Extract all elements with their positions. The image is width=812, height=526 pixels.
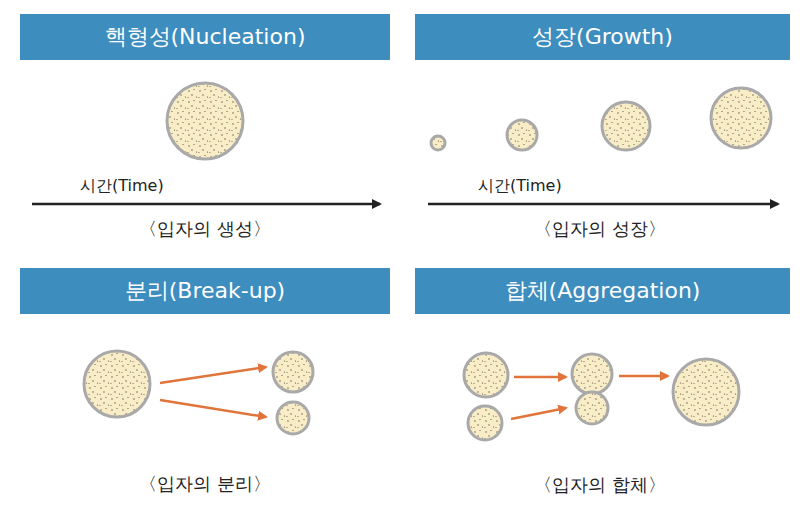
orange-arrow <box>619 375 668 378</box>
particle <box>273 352 313 392</box>
orange-arrow <box>160 400 266 417</box>
axis-label: 시간(Time) <box>478 176 562 197</box>
orange-arrow <box>514 376 566 379</box>
particle <box>277 402 309 434</box>
header-text: 분리(Break-up) <box>125 276 285 306</box>
header-text: 합체(Aggregation) <box>505 276 701 306</box>
particle <box>711 88 771 148</box>
time-arrow <box>32 203 380 206</box>
particle <box>507 120 537 150</box>
caption-text: 〈입자의 성장〉 <box>534 217 666 241</box>
particle <box>602 102 650 150</box>
orange-arrow <box>160 367 266 383</box>
particle <box>464 353 508 397</box>
axis-label: 시간(Time) <box>80 176 164 197</box>
header-band: 합체(Aggregation) <box>415 268 790 314</box>
orange-arrow <box>511 408 566 419</box>
time-arrow <box>428 203 778 206</box>
particle <box>673 359 739 425</box>
particle <box>468 406 502 440</box>
caption-text: 〈입자의 생성〉 <box>139 217 271 241</box>
header-band: 핵형성(Nucleation) <box>20 14 390 60</box>
header-text: 핵형성(Nucleation) <box>105 22 306 52</box>
particle <box>576 392 608 424</box>
particle <box>84 351 150 417</box>
caption-text: 〈입자의 합체〉 <box>534 473 666 497</box>
caption-text: 〈입자의 분리〉 <box>139 472 271 496</box>
particle <box>431 136 445 150</box>
particle <box>572 354 612 394</box>
header-band: 성장(Growth) <box>415 14 790 60</box>
header-band: 분리(Break-up) <box>20 268 390 314</box>
particle <box>167 83 243 159</box>
header-text: 성장(Growth) <box>532 22 673 52</box>
